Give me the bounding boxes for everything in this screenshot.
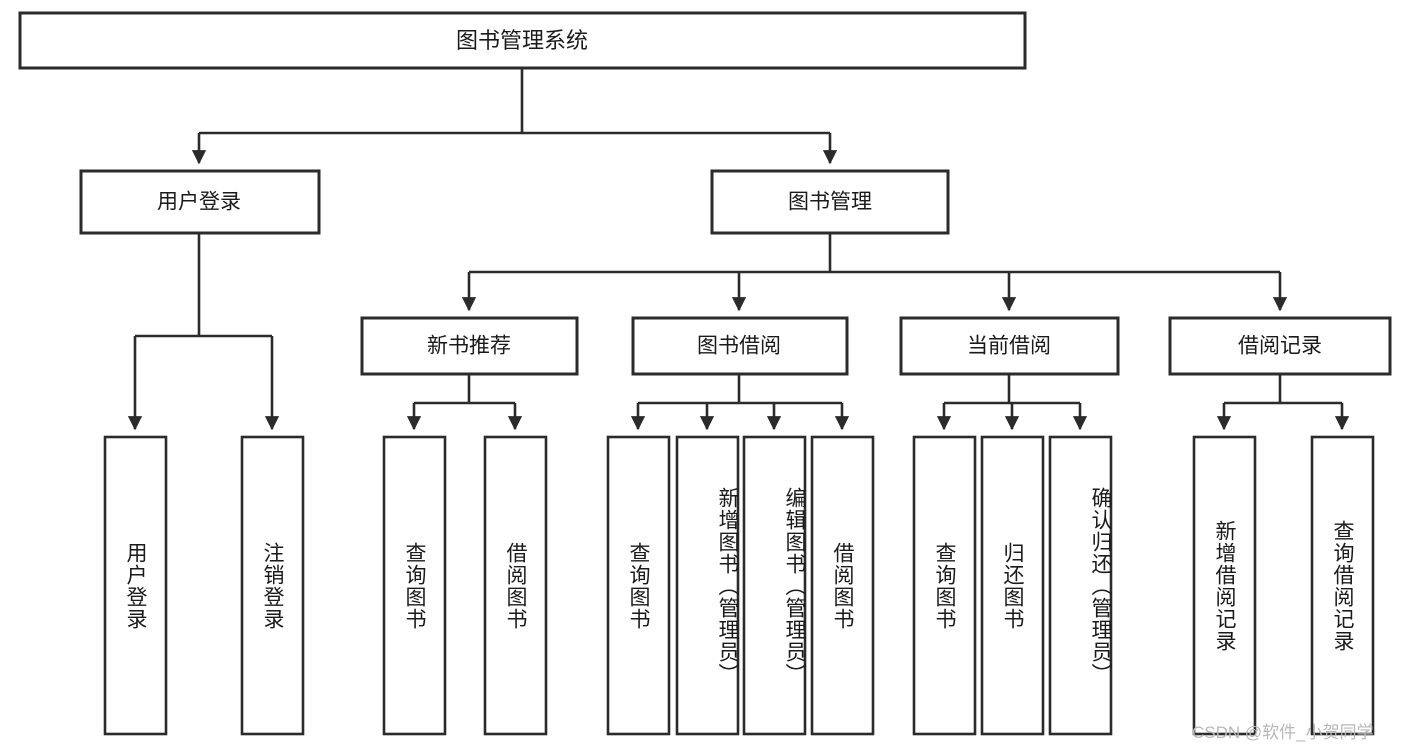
node-book-manage-label: 图书管理 <box>788 191 872 214</box>
connector-bookmanage-to-level2 <box>461 233 1288 312</box>
node-new-book-recommend-label: 新书推荐 <box>427 335 511 358</box>
node-book-borrow-label: 图书借阅 <box>697 335 781 358</box>
node-new-book-recommend[interactable]: 新书推荐 <box>360 316 579 376</box>
node-leaf-query-record[interactable] <box>1310 435 1375 736</box>
node-root[interactable]: 图书管理系统 <box>18 11 1027 70</box>
connector-currentborrow-to-leaves <box>936 374 1088 431</box>
node-leaf-user-login[interactable] <box>103 435 168 736</box>
node-leaf-confirm-return[interactable] <box>1048 435 1113 736</box>
node-borrow-record[interactable]: 借阅记录 <box>1168 316 1392 376</box>
node-leaf-return-book[interactable] <box>980 435 1045 736</box>
node-borrow-record-label: 借阅记录 <box>1238 335 1322 358</box>
node-leaf-borrow-book-1[interactable] <box>483 435 548 736</box>
node-leaf-add-record[interactable] <box>1192 435 1257 736</box>
node-user-login[interactable]: 用户登录 <box>79 169 321 235</box>
node-current-borrow-label: 当前借阅 <box>967 335 1051 358</box>
connector-bookborrow-to-leaves <box>630 374 850 431</box>
connector-userlogin-to-leaves <box>127 233 280 431</box>
connector-borrowrecord-to-leaves <box>1216 374 1350 431</box>
connector-newbook-to-leaves <box>406 374 523 431</box>
node-book-borrow[interactable]: 图书借阅 <box>631 316 849 376</box>
node-leaf-query-book-1[interactable] <box>382 435 447 736</box>
node-current-borrow[interactable]: 当前借阅 <box>899 316 1120 376</box>
node-leaf-edit-book[interactable] <box>742 435 807 736</box>
node-root-label: 图书管理系统 <box>456 28 588 53</box>
node-leaf-logout[interactable] <box>240 435 305 736</box>
node-book-manage[interactable]: 图书管理 <box>710 169 950 235</box>
csdn-watermark: CSDN @软件_小贺同学 <box>1192 723 1374 742</box>
node-leaf-borrow-book-2[interactable] <box>810 435 875 736</box>
node-leaf-query-book-3[interactable] <box>912 435 977 736</box>
node-leaf-add-book[interactable] <box>675 435 740 736</box>
connector-root-to-level1 <box>191 68 838 165</box>
node-user-login-label: 用户登录 <box>157 191 241 214</box>
node-leaf-query-book-2[interactable] <box>606 435 671 736</box>
